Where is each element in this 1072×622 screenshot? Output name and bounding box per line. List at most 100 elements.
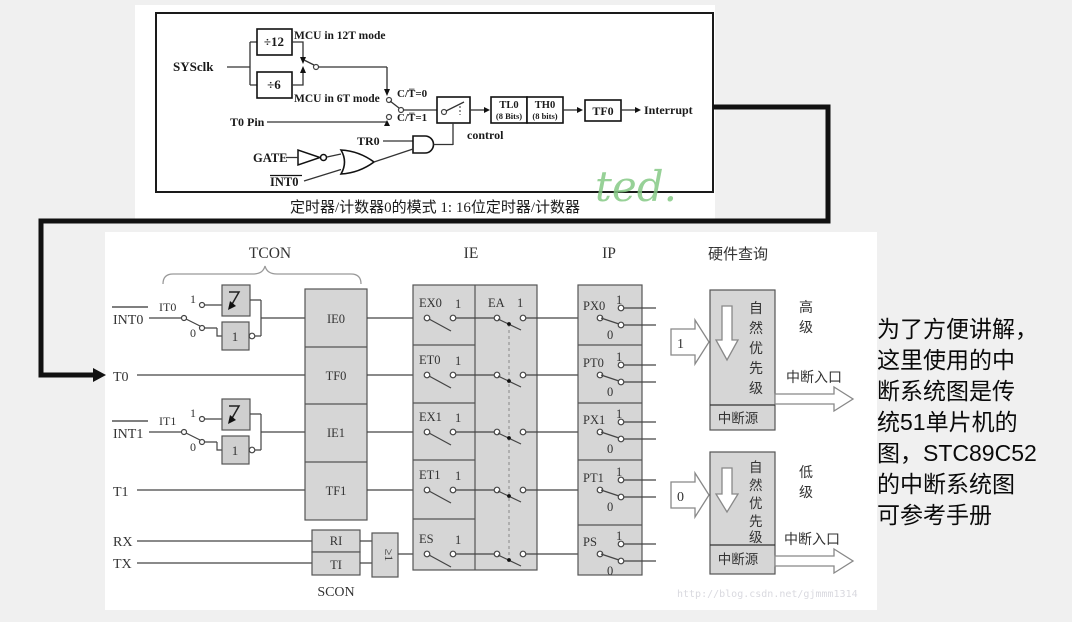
int0-wire [303, 168, 342, 182]
svg-text:1: 1 [616, 465, 622, 479]
svg-text:PX1: PX1 [583, 413, 605, 427]
div6-label: ÷6 [267, 77, 281, 92]
svg-text:EX0: EX0 [419, 296, 442, 310]
mcu-12t-label: MCU in 12T mode [294, 30, 385, 42]
timer-diagram: SYSclk ÷12 ÷6 MCU in 12T mode MCU in 6T … [155, 12, 714, 216]
int0-trigger-circuit: IT0 1 0 1 [149, 284, 305, 351]
level-box [221, 435, 250, 465]
scon-ti: TI [330, 558, 342, 572]
th0-tf0-arrow [577, 107, 583, 113]
ct1-label: C/T̅=1 [397, 112, 427, 124]
svg-text:ET0: ET0 [419, 353, 441, 367]
tl0-bits-label: (8 Bits) [496, 111, 522, 121]
ct0-label: C/T̅=0 [397, 88, 428, 100]
tf0-out-arrow [635, 107, 641, 113]
ea-label: EA [488, 296, 505, 310]
sysclk-wire [227, 41, 257, 86]
input-int1: INT1 [113, 427, 143, 442]
svg-text:优: 优 [749, 341, 763, 357]
svg-text:PS: PS [583, 535, 597, 549]
tr0-label: TR0 [357, 134, 380, 148]
svg-text:0: 0 [607, 442, 613, 456]
tcon-ie1: IE1 [327, 426, 345, 440]
tcon-tf1: TF1 [326, 484, 347, 498]
or-gate-label: ≥1 [382, 549, 396, 562]
svg-text:0: 0 [607, 328, 613, 342]
svg-text:1: 1 [455, 411, 461, 425]
header-hw-query: 硬件查询 [708, 246, 768, 263]
svg-text:0: 0 [607, 564, 613, 578]
svg-text:0: 0 [607, 500, 613, 514]
svg-text:低: 低 [799, 465, 813, 481]
tf0-label: TF0 [592, 104, 613, 118]
side-note-line: 这里使用的中 [877, 347, 1015, 373]
svg-text:先: 先 [749, 514, 763, 529]
svg-text:1: 1 [455, 533, 461, 547]
side-note: 为了方便讲解， 这里使用的中 断系统图是传 统51单片机的 图，STC89C52… [877, 314, 1072, 531]
priority-high-group: 1 自 然 优 先 级 中断源 高 级 中断入口 [670, 289, 855, 431]
svg-text:1: 1 [455, 354, 461, 368]
svg-text:级: 级 [749, 530, 763, 545]
th0-label: TH0 [535, 100, 555, 111]
or-gate-box [371, 532, 399, 578]
svg-text:1: 1 [616, 529, 622, 543]
not-gate-bubble [319, 153, 328, 162]
input-rx: RX [113, 535, 132, 550]
priority-low-group: 0 自 然 优 先 级 中断源 低 级 中断入口 [670, 451, 855, 575]
ie-bit-et1: ET1 1 [419, 468, 597, 504]
ie-bit-ex1: EX1 1 [419, 410, 597, 446]
svg-text:PX0: PX0 [583, 299, 605, 313]
falling-edge-detector-box [221, 284, 251, 317]
interrupt-source-label: 中断源 [718, 411, 759, 426]
or-gate [339, 149, 376, 175]
priority-input-high-label: 1 [677, 337, 684, 352]
svg-text:PT0: PT0 [583, 356, 604, 370]
svg-text:优: 优 [749, 496, 763, 511]
level-box-bubble [248, 446, 256, 454]
green-watermark: ted. [595, 162, 677, 211]
svg-text:先: 先 [749, 361, 763, 377]
ip-bit-px1: PX1 1 0 [583, 407, 656, 456]
mcu-6t-label: MCU in 6T mode [294, 93, 380, 105]
it0-pos-0: 0 [190, 326, 196, 340]
or-and-wire [373, 148, 414, 163]
control-label: control [467, 128, 504, 142]
interrupt-entry-label-high: 中断入口 [786, 370, 842, 386]
svg-text:1: 1 [455, 297, 461, 311]
gate-label: GATE [253, 151, 288, 165]
input-t1: T1 [113, 485, 129, 500]
tcon-register: IE0 TF0 IE1 TF1 [304, 288, 368, 521]
side-note-line: 为了方便讲解， [877, 316, 1038, 342]
interrupt-entry-arrow-low [774, 547, 855, 575]
svg-text:ET1: ET1 [419, 468, 441, 482]
header-tcon: TCON [249, 245, 291, 262]
interrupt-source-label: 中断源 [718, 552, 759, 567]
ea-one: 1 [517, 296, 523, 310]
svg-text:然: 然 [749, 320, 763, 337]
timer-caption: 定时器/计数器0的模式 1: 16位定时器/计数器 [290, 199, 580, 216]
input-t0: T0 [113, 370, 129, 385]
it1-pos-1: 1 [190, 406, 196, 420]
it0-pos-1: 1 [190, 292, 196, 306]
t0-pin-arrow [384, 120, 390, 126]
svg-text:PT1: PT1 [583, 471, 604, 485]
sysclk-label: SYSclk [173, 59, 214, 74]
it1-label: IT1 [159, 414, 176, 428]
scon-ri: RI [330, 534, 343, 548]
natural-priority-down-arrow [714, 467, 740, 514]
input-int0: INT0 [113, 313, 143, 328]
ip-bit-ps: PS 1 0 [583, 529, 656, 578]
interrupt-entry-label-low: 中断入口 [784, 532, 840, 548]
timer-diagram-panel: SYSclk ÷12 ÷6 MCU in 12T mode MCU in 6T … [135, 5, 715, 220]
interrupt-entry-arrow-high [774, 385, 855, 413]
svg-text:然: 然 [749, 477, 763, 493]
tcon-tf0: TF0 [326, 369, 347, 383]
svg-text:1: 1 [455, 469, 461, 483]
tcon-ie0: IE0 [327, 312, 345, 326]
it1-pos-0: 0 [190, 440, 196, 454]
side-note-line: 断系统图是传 [877, 378, 1015, 404]
scon-label: SCON [317, 585, 354, 600]
interrupt-diagram: TCON IE IP 硬件查询 INT0 T0 INT1 T1 RX TX IT… [112, 245, 858, 600]
it0-label: IT0 [159, 300, 176, 314]
falling-edge-detector-box [221, 398, 251, 431]
